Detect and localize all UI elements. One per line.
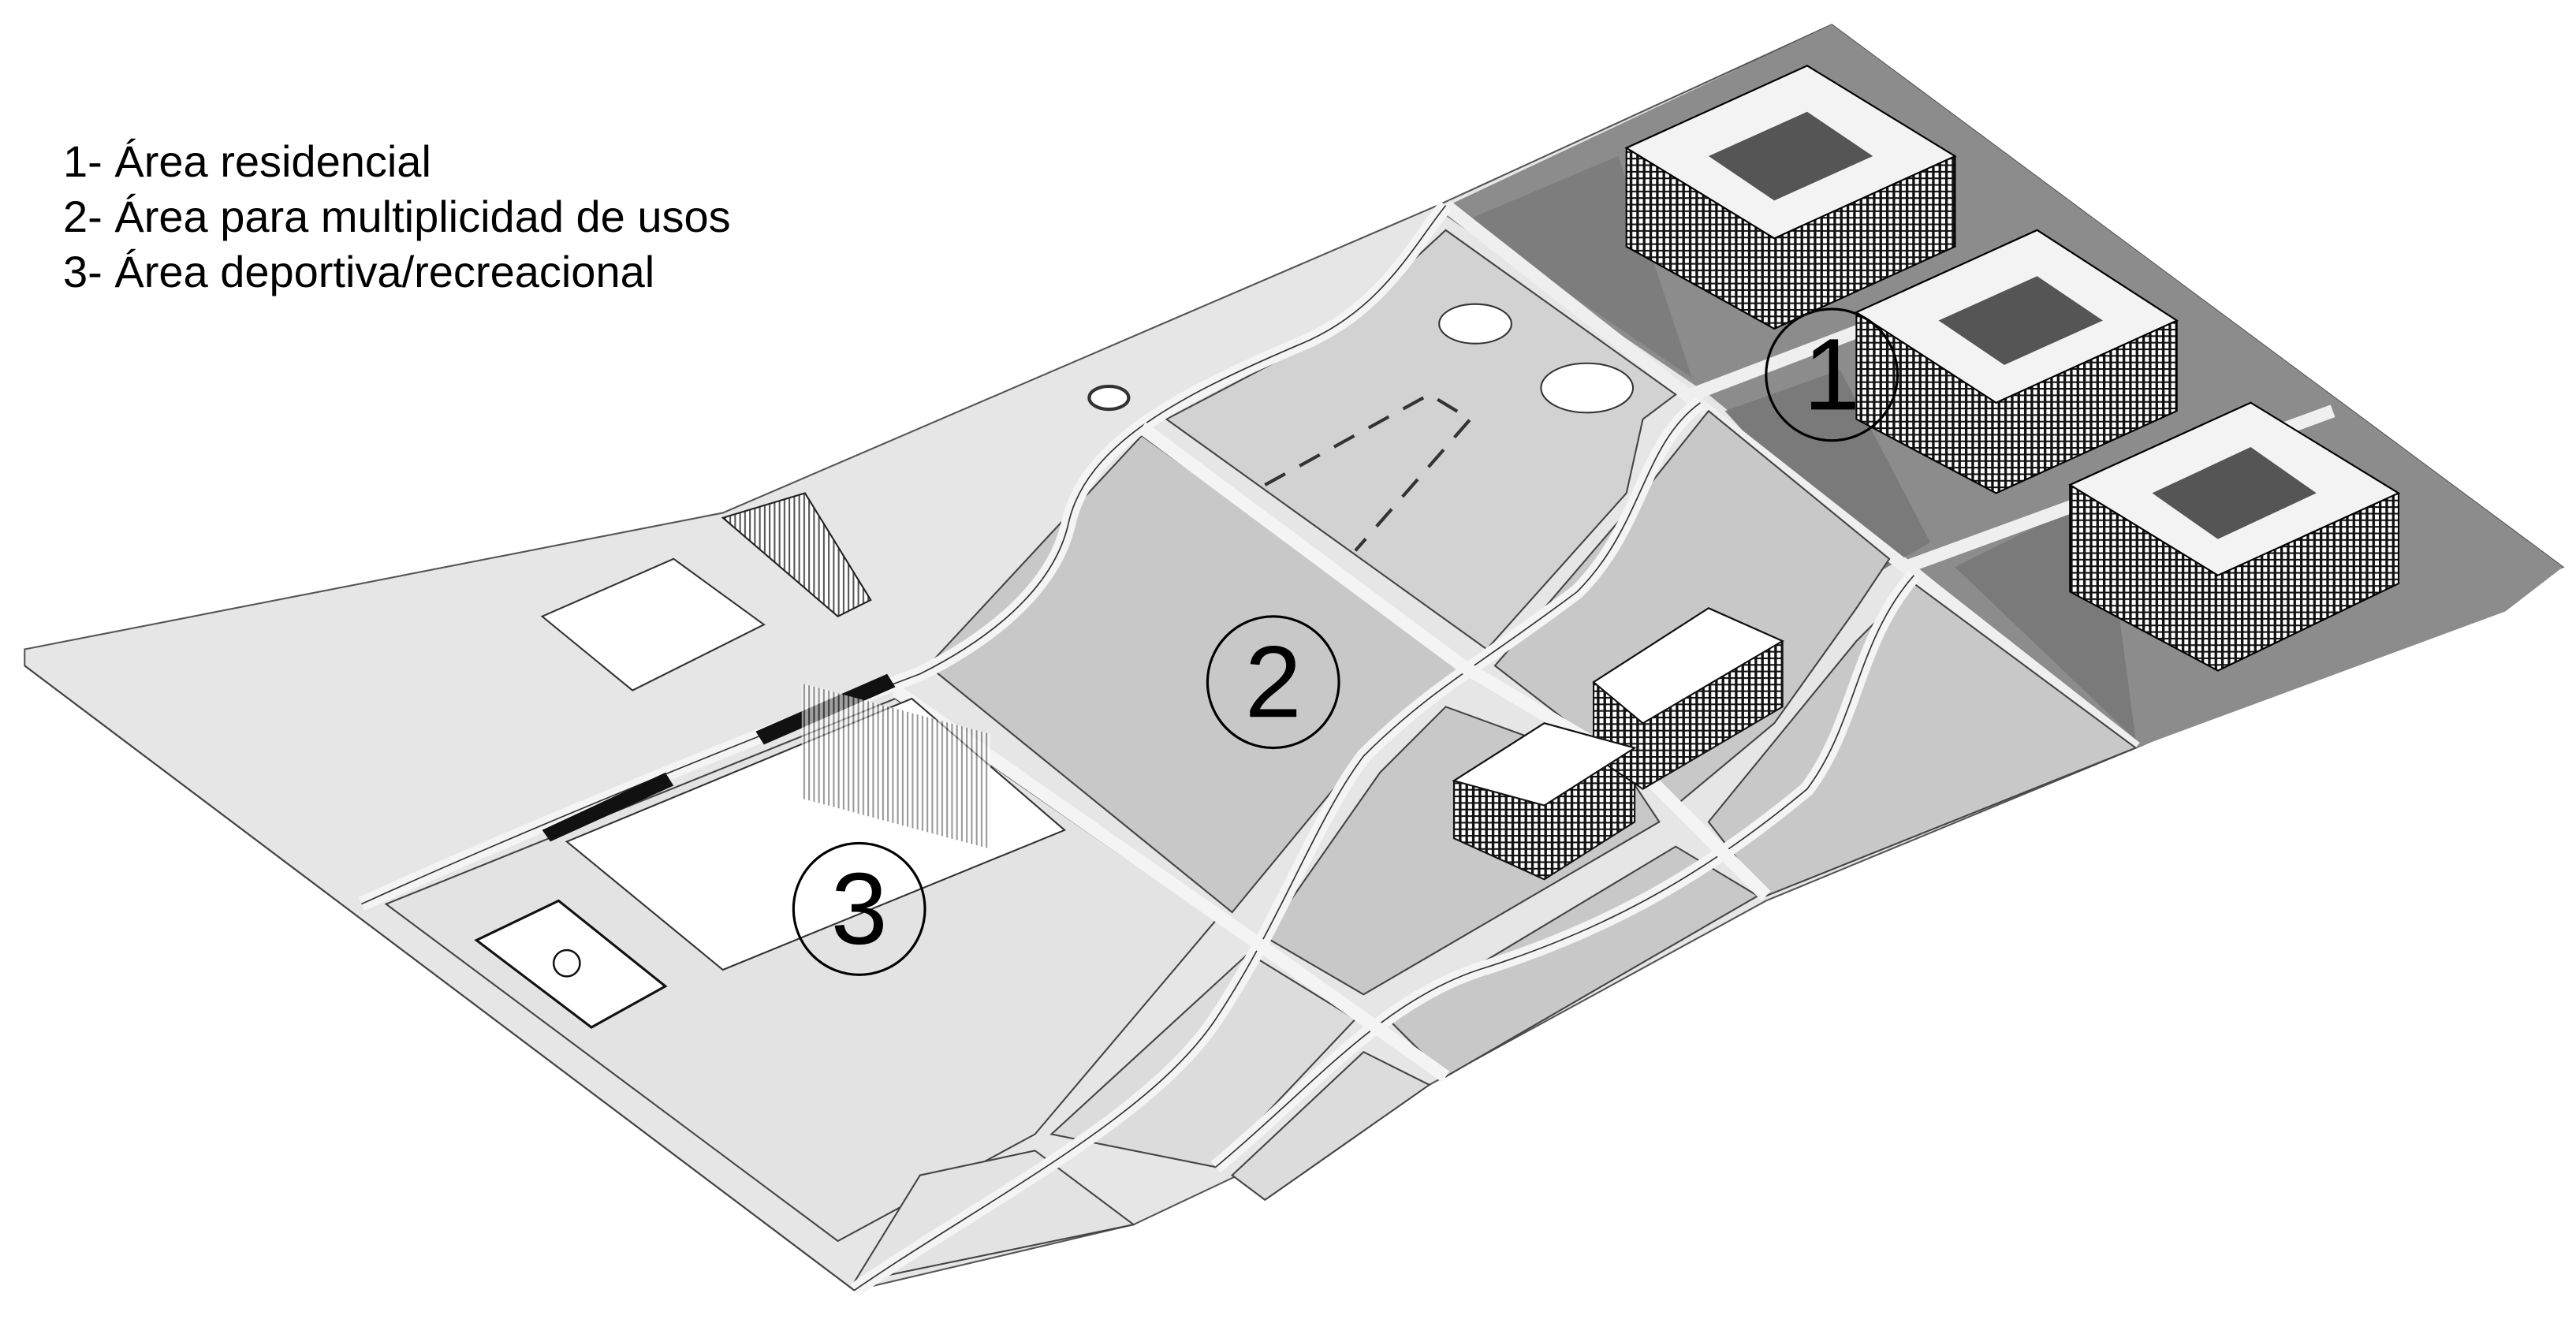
court-circle xyxy=(552,949,581,978)
zone-marker-3: 3 xyxy=(792,841,926,976)
zone-marker-number: 2 xyxy=(1245,625,1302,739)
legend-item-multiuse: 2- Área para multiplicidad de usos xyxy=(63,192,731,241)
kiosks xyxy=(721,492,872,618)
legend-item-residential: 1- Área residencial xyxy=(63,136,431,186)
basketball-court xyxy=(474,899,668,1029)
zone2-block xyxy=(1231,1050,1431,1202)
residential-building xyxy=(2068,401,2401,672)
bleachers xyxy=(542,772,674,842)
playground xyxy=(1438,303,1512,345)
legend: 1- Área residencial 2- Área para multipl… xyxy=(63,134,731,300)
main-road xyxy=(1215,575,1914,1168)
residential-building xyxy=(1855,229,2179,494)
pool xyxy=(540,557,766,691)
parking-dashes xyxy=(1264,392,1473,552)
main-road xyxy=(853,402,1701,1291)
residential-road xyxy=(1441,200,2140,754)
zone-marker-number: 1 xyxy=(1803,318,1860,431)
residential-block xyxy=(1724,370,1931,576)
cross-road xyxy=(1138,422,1771,901)
fountain xyxy=(1087,384,1131,412)
playground xyxy=(1540,362,1635,414)
zone-marker-number: 3 xyxy=(831,852,888,966)
legend-item-sports: 3- Área deportiva/recreacional xyxy=(63,247,655,296)
site-edge-road xyxy=(24,665,856,1291)
zone-marker-1: 1 xyxy=(1765,307,1899,442)
building-roof xyxy=(1592,607,1784,725)
building-roof xyxy=(1452,722,1637,807)
zone-marker-2: 2 xyxy=(1206,615,1340,750)
residential-building xyxy=(1624,65,1957,330)
cross-road xyxy=(891,684,1450,1083)
market-stalls xyxy=(801,683,991,849)
